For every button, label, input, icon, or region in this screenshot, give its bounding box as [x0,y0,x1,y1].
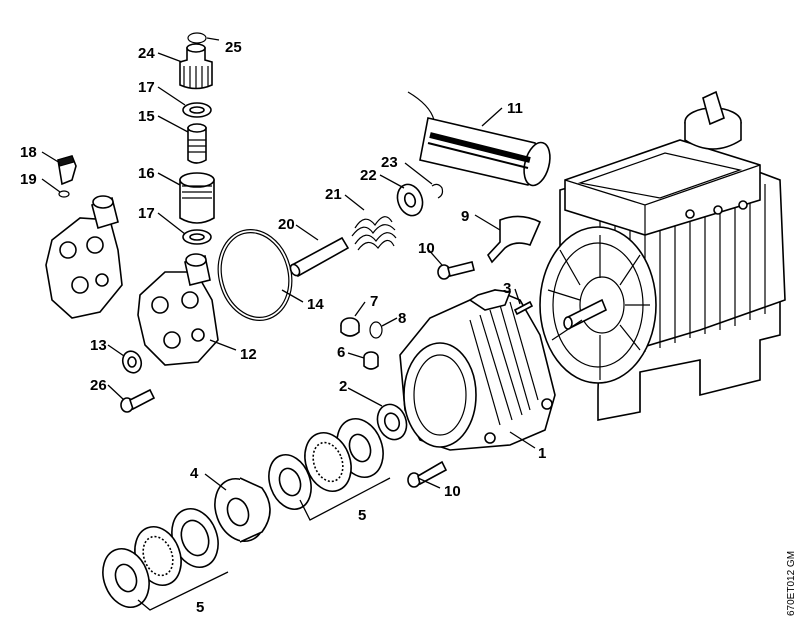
label-7: 7 [370,293,378,310]
label-5-lower: 5 [196,599,204,616]
label-10-upper: 10 [418,240,435,257]
label-1: 1 [538,445,546,462]
drawing-code: 670ET012 GM [786,551,797,616]
label-19: 19 [20,171,37,188]
washer-22 [396,183,424,217]
plug [340,317,360,337]
capacitor [407,91,551,187]
label-16: 16 [138,165,155,182]
swash-plate [214,477,271,543]
spring [351,216,397,251]
o-ring-14 [217,229,293,321]
label-12: 12 [240,346,257,363]
label-22: 22 [360,167,377,184]
leader-lines [41,37,536,611]
circlip [431,183,444,199]
bearing-set-upper [268,418,384,510]
label-4: 4 [190,465,199,482]
bearing-set-lower [102,508,219,608]
label-24: 24 [138,45,155,62]
label-26: 26 [90,377,107,394]
bolt-upper [437,261,475,280]
screw [120,388,156,413]
label-21: 21 [325,186,342,203]
label-8: 8 [398,310,406,327]
label-6: 6 [337,344,345,361]
bolt-lower [407,460,448,488]
nut [121,350,143,374]
label-13: 13 [90,337,107,354]
label-11: 11 [507,100,523,117]
label-14: 14 [307,296,324,313]
label-25: 25 [225,39,242,56]
cylinder-head [137,253,219,366]
label-5-upper: 5 [358,507,366,524]
label-3: 3 [503,280,511,297]
label-17-lower: 17 [138,205,155,222]
label-18: 18 [20,144,37,161]
o-ring-8 [369,321,383,339]
electric-motor [539,90,786,421]
label-23: 23 [381,154,398,171]
part-number-labels: 1 2 3 4 5 5 6 7 8 9 10 10 11 12 13 14 15… [20,39,546,616]
clamp-bracket [487,215,542,264]
label-20: 20 [278,216,295,233]
label-15: 15 [138,108,155,125]
o-ring-19 [58,190,70,198]
piston-pin [290,236,350,278]
label-2: 2 [339,378,347,395]
cylinder-head-rear [45,195,123,319]
seal-2 [376,403,408,441]
pump-housing [399,289,556,451]
shaft-key [513,300,534,316]
label-10-lower: 10 [444,483,461,500]
sleeve [363,351,379,370]
plug-18 [57,155,77,186]
label-9: 9 [461,208,469,225]
label-17-upper: 17 [138,79,155,96]
fitting-stack [179,32,215,245]
